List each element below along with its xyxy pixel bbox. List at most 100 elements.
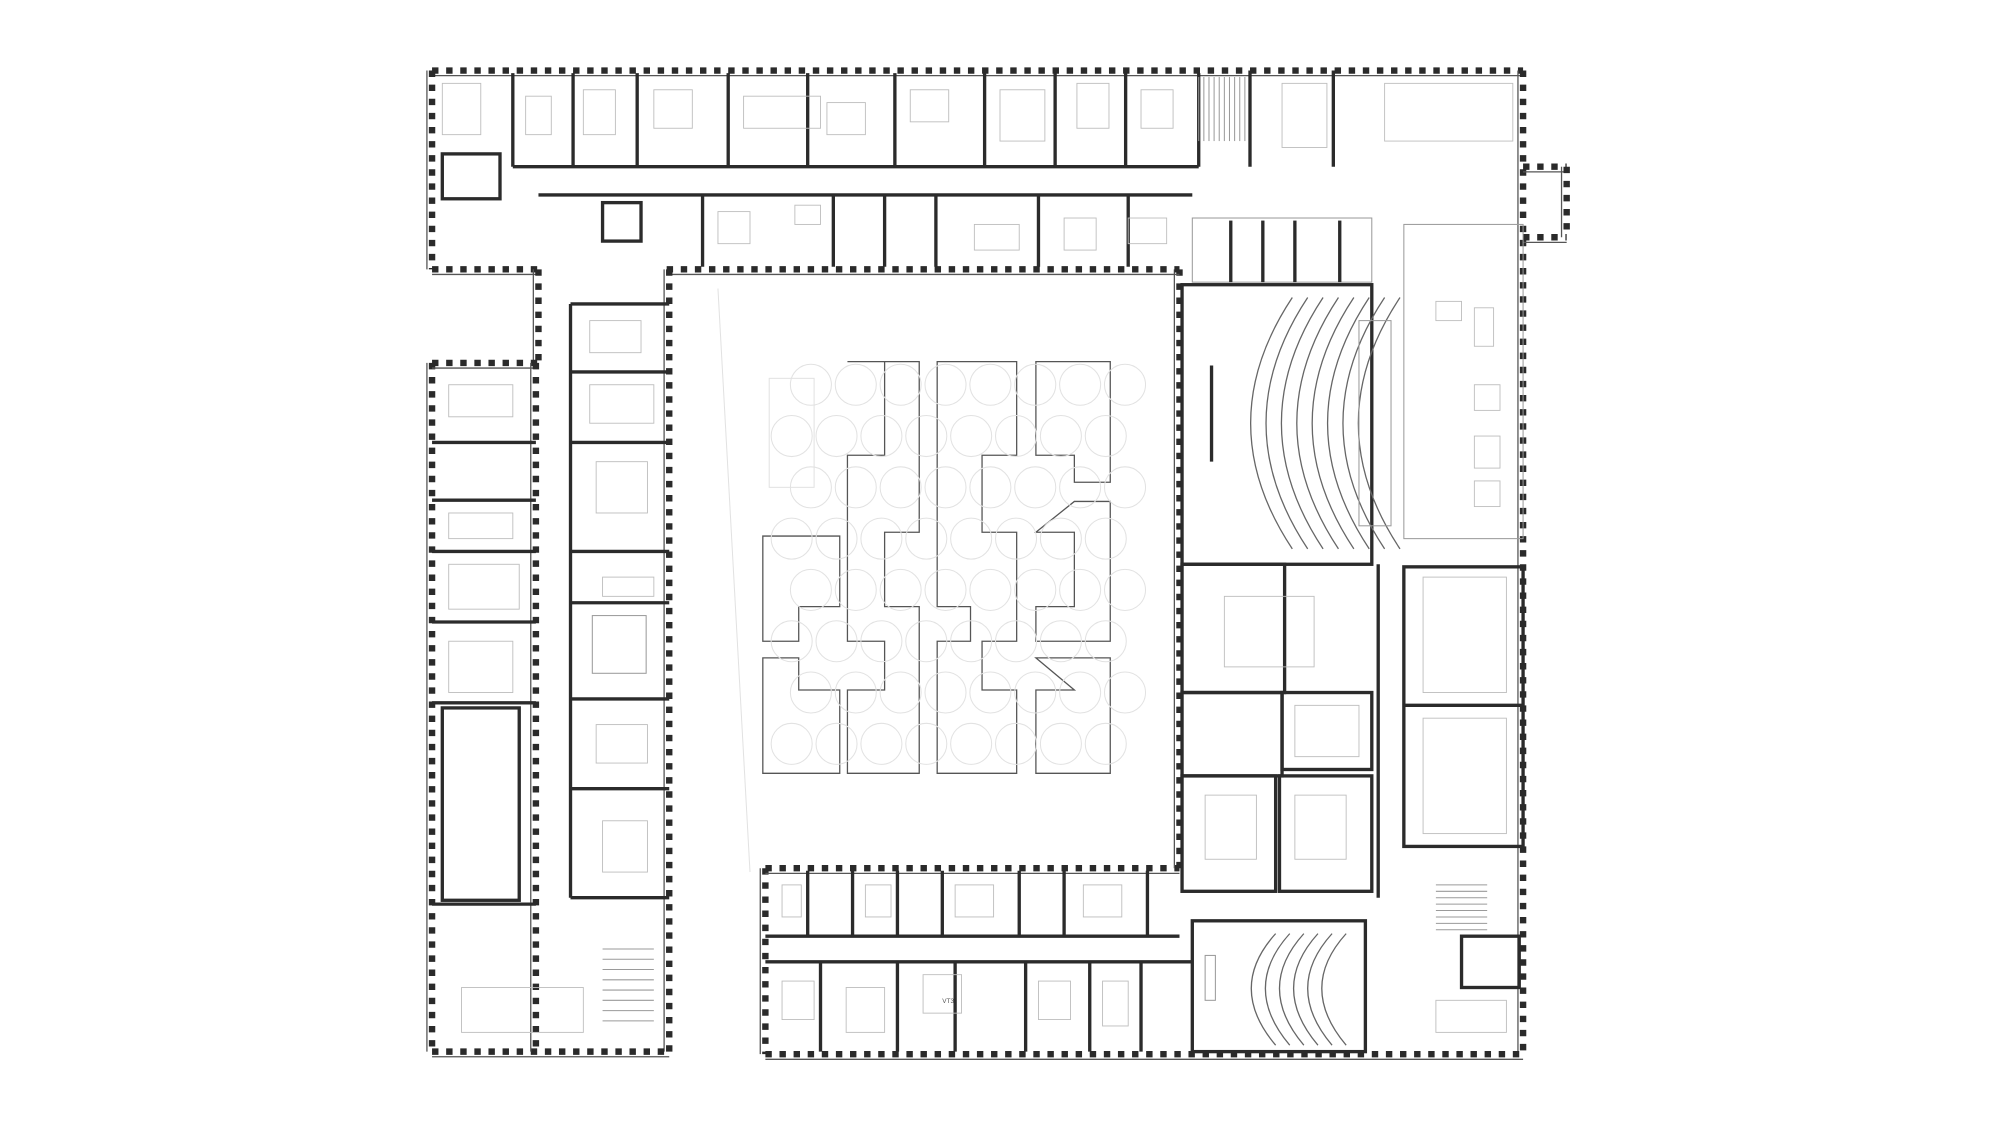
tree-canopy	[770, 517, 813, 560]
south-auditorium	[1204, 933, 1347, 1046]
furniture-item	[1223, 595, 1315, 668]
tree-canopy	[789, 671, 832, 714]
seating-row	[1280, 297, 1324, 550]
furniture-item	[1422, 717, 1507, 835]
tree-canopy	[789, 363, 832, 406]
tree-canopy	[924, 671, 967, 714]
room	[1277, 774, 1374, 893]
elevator-core	[1459, 934, 1521, 990]
tree-canopy	[879, 568, 922, 611]
tree-canopy	[1039, 517, 1082, 560]
tree-canopy	[1059, 568, 1102, 611]
aisle	[1358, 320, 1392, 527]
furniture-item	[441, 82, 482, 136]
tree-canopy	[1059, 466, 1102, 509]
courtyard-planter	[1034, 657, 1111, 774]
furniture-item	[448, 640, 514, 693]
east-auditorium	[1209, 297, 1401, 550]
tree-canopy	[770, 722, 813, 765]
furniture-item	[582, 89, 616, 136]
furniture-item	[1473, 480, 1501, 508]
tree-canopy	[1014, 568, 1057, 611]
furniture-item	[954, 884, 995, 918]
furniture-item	[794, 204, 821, 225]
furniture-item	[922, 974, 962, 1014]
courtyard	[717, 288, 1147, 873]
seating-row	[1250, 933, 1277, 1046]
furniture-item	[602, 820, 648, 873]
tree-canopy	[1014, 671, 1057, 714]
tree-canopy	[995, 517, 1038, 560]
tree-canopy	[1103, 671, 1147, 714]
tree-canopy	[860, 620, 903, 663]
tree-canopy	[950, 620, 993, 663]
seating-row	[1357, 297, 1401, 550]
room	[1180, 690, 1284, 778]
tree-canopy	[1059, 671, 1102, 714]
furniture-item	[999, 89, 1046, 142]
furniture-item	[1063, 217, 1097, 251]
furniture-item	[1473, 435, 1501, 469]
furniture-item	[602, 576, 655, 597]
tree-canopy	[834, 568, 877, 611]
tree-canopy	[969, 466, 1012, 509]
furniture-item	[589, 384, 655, 424]
tree-canopy	[770, 620, 813, 663]
seating-row	[1321, 933, 1347, 1046]
furniture-item	[1281, 82, 1328, 148]
tree-canopy	[905, 517, 948, 560]
tree-canopy	[905, 722, 948, 765]
water-basin	[768, 377, 815, 488]
courtyard-planter	[1034, 500, 1111, 642]
room	[1180, 562, 1287, 695]
seating-row	[1342, 297, 1386, 550]
room	[1180, 774, 1278, 893]
furniture-item	[1082, 884, 1123, 918]
tree-canopy	[1014, 466, 1057, 509]
furniture-item	[1435, 300, 1462, 322]
tree-canopy	[834, 466, 877, 509]
tree-canopy	[924, 466, 967, 509]
stair-core	[440, 152, 502, 201]
tree-canopy	[860, 517, 903, 560]
lobby-room	[1403, 223, 1524, 540]
tree-canopy	[1084, 620, 1127, 663]
tree-canopy	[789, 568, 832, 611]
tree-canopy	[969, 671, 1012, 714]
furniture-item	[864, 884, 892, 918]
tree-canopy	[995, 620, 1038, 663]
furniture-item	[1076, 82, 1110, 129]
tree-canopy	[1084, 722, 1127, 765]
furniture-item	[826, 102, 866, 136]
seating-row	[1307, 933, 1333, 1046]
courtyard-path	[717, 288, 751, 873]
tree-canopy	[879, 671, 922, 714]
elevator-core	[600, 200, 643, 243]
furniture-item	[1102, 980, 1129, 1027]
furniture-item	[909, 89, 950, 123]
furniture-item	[1038, 980, 1071, 1021]
tree-canopy	[969, 363, 1012, 406]
furniture	[441, 82, 1514, 1033]
tree-canopy	[1103, 568, 1147, 611]
tree-canopy	[1084, 517, 1127, 560]
tree-canopy	[1103, 466, 1147, 509]
seating-row	[1311, 297, 1355, 550]
tree-canopy	[834, 671, 877, 714]
furniture-item	[781, 884, 802, 918]
tree-canopy	[905, 415, 948, 458]
lectern	[1204, 954, 1216, 1001]
tree-canopy	[860, 415, 903, 458]
interior-walls	[432, 70, 1525, 1054]
auditorium-room	[1190, 919, 1368, 1054]
tree-canopy	[815, 415, 858, 458]
tree-canopy	[879, 363, 922, 406]
furniture-item	[743, 95, 821, 129]
tree-canopy	[950, 517, 993, 560]
tree-canopy	[860, 722, 903, 765]
furniture-item	[653, 89, 693, 129]
seating-row	[1250, 297, 1293, 550]
furniture-item	[845, 987, 886, 1033]
tree-canopy	[815, 722, 858, 765]
